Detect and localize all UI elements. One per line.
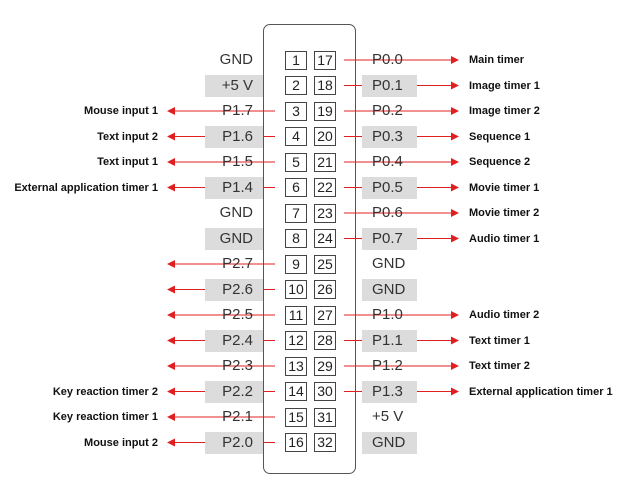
pin-number-right: 32 <box>314 433 336 452</box>
right-function-label: Image timer 2 <box>469 105 540 117</box>
right-signal-label: GND <box>362 431 417 454</box>
left-signal-label: P2.1 <box>222 408 253 425</box>
right-function-label: Audio timer 2 <box>469 309 540 321</box>
left-signal-label: GND <box>219 204 253 221</box>
left-signal-label: GND <box>219 51 253 68</box>
left-signal-label: P2.5 <box>222 306 253 323</box>
left-signal-label: P2.7 <box>222 255 253 272</box>
right-signal-label: P0.0 <box>372 51 403 68</box>
right-function-label: Text timer 1 <box>469 334 530 347</box>
pin-number-right: 29 <box>314 356 336 376</box>
left-signal-label: P2.4 <box>205 329 263 352</box>
pin-number-left: 9 <box>285 254 307 274</box>
pin-number-left: 2 <box>285 76 307 95</box>
left-signal-label: +5 V <box>205 74 263 97</box>
pin-number-right: 27 <box>314 305 336 325</box>
pin-number-left: 1 <box>285 50 307 70</box>
pin-number-right: 18 <box>314 76 336 95</box>
pin-number-right: 26 <box>314 280 336 299</box>
pin-number-left: 7 <box>285 203 307 223</box>
right-signal-label: P0.7 <box>362 227 417 250</box>
pin-number-left: 8 <box>285 229 307 248</box>
left-function-label: Mouse input 1 <box>84 105 158 117</box>
left-function-label: Key reaction timer 1 <box>52 411 158 423</box>
connector-body <box>263 24 356 474</box>
right-function-label: External application timer 1 <box>469 385 613 398</box>
pin-number-right: 21 <box>314 152 336 172</box>
left-signal-label: P2.2 <box>205 380 263 403</box>
right-signal-label: GND <box>372 255 406 272</box>
right-signal-label: P0.5 <box>362 176 417 199</box>
right-signal-label: P1.0 <box>372 306 403 323</box>
pin-number-right: 22 <box>314 178 336 197</box>
pin-number-right: 28 <box>314 331 336 350</box>
left-function-label: Mouse input 2 <box>84 436 158 449</box>
right-signal-label: P0.1 <box>362 74 417 97</box>
right-function-label: Movie timer 1 <box>469 181 540 194</box>
right-function-label: Main timer <box>469 54 525 66</box>
left-function-label: Text input 1 <box>97 156 158 168</box>
pin-number-left: 16 <box>285 433 307 452</box>
left-function-label: Key reaction timer 2 <box>52 385 158 398</box>
pin-number-right: 19 <box>314 101 336 121</box>
left-signal-label: P1.4 <box>205 176 263 199</box>
pin-number-left: 4 <box>285 127 307 146</box>
pin-number-right: 23 <box>314 203 336 223</box>
left-function-label: External application timer 1 <box>14 181 158 194</box>
right-function-label: Sequence 1 <box>469 130 531 143</box>
left-signal-label: P2.0 <box>205 431 263 454</box>
left-signal-label: P1.5 <box>222 153 253 170</box>
left-signal-label: P2.3 <box>222 357 253 374</box>
right-signal-label: P0.6 <box>372 204 403 221</box>
left-signal-label: GND <box>205 227 263 250</box>
right-signal-label: P0.4 <box>372 153 403 170</box>
pin-number-left: 10 <box>285 280 307 299</box>
left-function-label: Text input 2 <box>97 130 158 143</box>
right-function-label: Audio timer 1 <box>469 232 540 245</box>
pin-number-right: 25 <box>314 254 336 274</box>
pin-number-left: 13 <box>285 356 307 376</box>
pin-number-left: 6 <box>285 178 307 197</box>
pin-number-left: 15 <box>285 407 307 427</box>
pin-number-left: 12 <box>285 331 307 350</box>
left-signal-label: P2.6 <box>205 278 263 301</box>
pin-number-left: 11 <box>285 305 307 325</box>
right-signal-label: P1.2 <box>372 357 403 374</box>
pin-number-right: 24 <box>314 229 336 248</box>
left-signal-label: P1.7 <box>222 102 253 119</box>
pin-number-left: 14 <box>285 382 307 401</box>
right-signal-label: +5 V <box>372 408 404 425</box>
right-function-label: Text timer 2 <box>469 360 530 372</box>
pin-number-right: 30 <box>314 382 336 401</box>
pin-number-right: 17 <box>314 50 336 70</box>
right-signal-label: P1.1 <box>362 329 417 352</box>
pin-number-left: 3 <box>285 101 307 121</box>
right-function-label: Movie timer 2 <box>469 207 540 219</box>
pin-number-right: 31 <box>314 407 336 427</box>
pin-number-right: 20 <box>314 127 336 146</box>
right-function-label: Sequence 2 <box>469 156 531 168</box>
right-signal-label: P1.3 <box>362 380 417 403</box>
right-signal-label: P0.2 <box>372 102 403 119</box>
right-signal-label: P0.3 <box>362 125 417 148</box>
right-function-label: Image timer 1 <box>469 79 540 92</box>
right-signal-label: GND <box>362 278 417 301</box>
left-signal-label: P1.6 <box>205 125 263 148</box>
pin-number-left: 5 <box>285 152 307 172</box>
